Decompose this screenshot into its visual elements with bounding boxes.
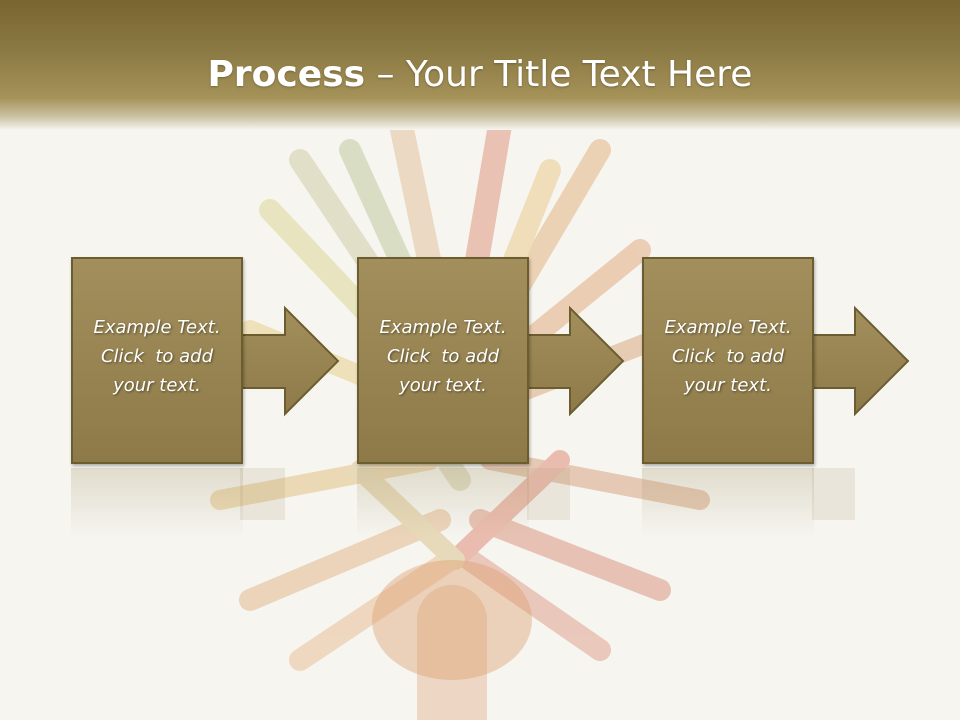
step-2-reflection [357,468,529,538]
step-1-line-1: Example Text. [93,317,221,338]
arrow-2[interactable] [526,305,625,417]
step-1-box[interactable]: Example Text. Click to add your text. [71,257,243,464]
step-3-line-2: Click to add [671,346,784,367]
page-title[interactable]: Process – Your Title Text Here [0,52,960,98]
arrow-3[interactable] [811,305,910,417]
title-rest: – Your Title Text Here [365,54,753,95]
step-3-line-1: Example Text. [664,317,792,338]
step-1-reflection [71,468,243,538]
step-2-line-2: Click to add [386,346,499,367]
title-bold: Process [207,54,366,95]
arrow-1[interactable] [239,305,340,417]
step-1-text[interactable]: Example Text. Click to add your text. [73,313,241,400]
step-2-line-3: your text. [399,375,487,396]
step-3-reflection [642,468,814,538]
step-3-line-3: your text. [684,375,772,396]
step-1-line-3: your text. [113,375,201,396]
step-2-line-1: Example Text. [379,317,507,338]
step-2-box[interactable]: Example Text. Click to add your text. [357,257,529,464]
step-3-text[interactable]: Example Text. Click to add your text. [644,313,812,400]
step-3-box[interactable]: Example Text. Click to add your text. [642,257,814,464]
step-2-text[interactable]: Example Text. Click to add your text. [359,313,527,400]
step-1-line-2: Click to add [100,346,213,367]
title-bar: Process – Your Title Text Here [0,0,960,130]
